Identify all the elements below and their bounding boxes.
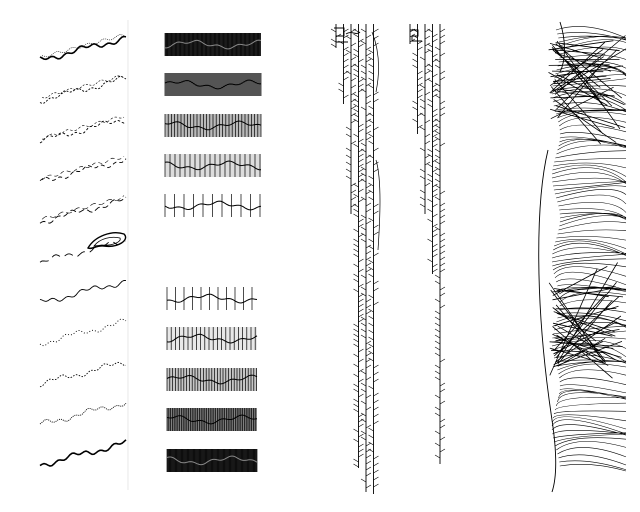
wave-trace <box>41 155 125 181</box>
strip-wave <box>166 333 258 344</box>
stair-ticks <box>409 28 416 43</box>
stair-ticks <box>368 28 379 488</box>
stair-ticks <box>434 28 446 459</box>
wave-trace <box>41 195 125 220</box>
strip-wave <box>165 39 262 50</box>
wave-trace <box>39 439 127 467</box>
wave-trace <box>39 120 127 144</box>
stair-glyph <box>334 27 361 43</box>
loop-shape <box>93 236 121 247</box>
loop-shape <box>87 232 127 250</box>
wave-trace <box>39 318 127 347</box>
strip-fill <box>165 154 261 177</box>
wave-trace <box>39 402 127 425</box>
wave-trace <box>39 35 127 61</box>
curve-fan-column <box>538 21 627 493</box>
wave-trace <box>39 158 127 182</box>
wave-traces-column <box>39 20 129 490</box>
stair-ticks <box>353 28 364 468</box>
strip-wave <box>166 455 258 466</box>
hatched-strips-column <box>164 33 262 472</box>
wave-trace <box>39 75 127 104</box>
stair-ticks <box>338 28 349 99</box>
wave-trace <box>39 280 127 302</box>
stair-ticks <box>412 28 423 129</box>
hatch-lines <box>166 287 253 310</box>
strip-wave <box>164 120 262 131</box>
wave-trace <box>39 196 127 224</box>
wave-trace <box>39 361 126 388</box>
wave-trace <box>41 75 125 99</box>
outer-arc <box>559 21 565 73</box>
stair-ticks <box>330 28 342 48</box>
stair-curve <box>371 31 381 251</box>
staircase-lines-column-a <box>330 24 381 494</box>
stair-ticks <box>427 28 438 273</box>
stair-ticks <box>345 28 357 208</box>
fan-curves <box>551 26 627 472</box>
stair-ticks <box>360 28 372 489</box>
wave-trace <box>39 240 127 263</box>
strip-wave <box>164 160 262 171</box>
outer-arc <box>538 149 557 493</box>
crossing-strokes <box>548 35 627 379</box>
stair-ticks <box>419 28 431 208</box>
strip-wave <box>164 200 262 211</box>
hatch-lines <box>164 194 261 217</box>
strip-wave <box>164 79 262 90</box>
strip-wave <box>166 414 258 425</box>
strip-wave <box>166 374 258 385</box>
strip-wave <box>166 293 258 304</box>
staircase-lines-column-b <box>409 24 446 464</box>
wave-trace <box>41 116 125 140</box>
stair-glyph <box>410 29 422 42</box>
